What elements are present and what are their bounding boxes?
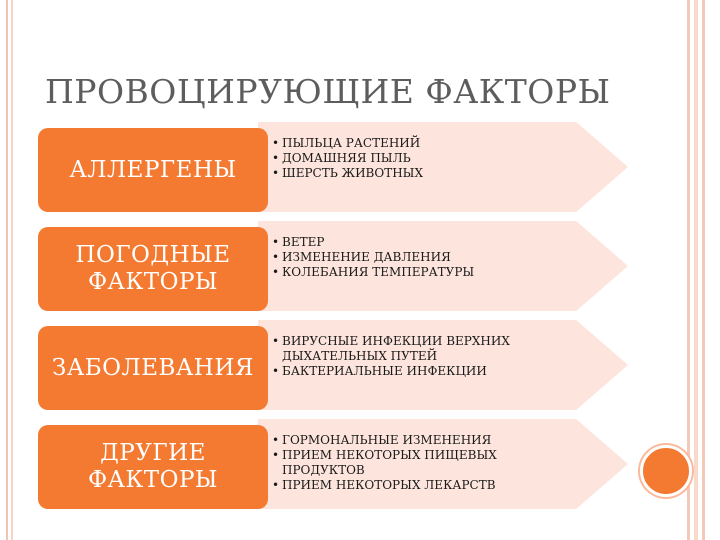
item-text: ПРИЕМ НЕКОТОРЫХ ЛЕКАРСТВ [282, 478, 496, 492]
list-item: •ПЫЛЬЦА РАСТЕНИЙ [272, 136, 562, 151]
slide-title: ПРОВОЦИРУЮЩИЕ ФАКТОРЫ [45, 72, 611, 111]
item-text: ПЫЛЬЦА РАСТЕНИЙ [282, 136, 421, 150]
item-list: •ГОРМОНАЛЬНЫЕ ИЗМЕНЕНИЯ •ПРИЕМ НЕКОТОРЫХ… [272, 433, 562, 493]
right-border-stripe [702, 0, 705, 540]
list-item: •ПРИЕМ НЕКОТОРЫХ ЛЕКАРСТВ [272, 478, 562, 493]
category-box: ПОГОДНЫЕ ФАКТОРЫ [38, 227, 268, 311]
item-text: БАКТЕРИАЛЬНЫЕ ИНФЕКЦИИ [282, 364, 487, 378]
bullet-icon: • [272, 433, 280, 447]
factor-row-diseases: ЗАБОЛЕВАНИЯ •ВИРУСНЫЕ ИНФЕКЦИИ ВЕРХНИХ Д… [38, 320, 633, 410]
factor-row-weather: ПОГОДНЫЕ ФАКТОРЫ •ВЕТЕР •ИЗМЕНЕНИЕ ДАВЛЕ… [38, 221, 633, 311]
decorative-circle [640, 445, 692, 497]
item-text: ИЗМЕНЕНИЕ ДАВЛЕНИЯ [282, 250, 451, 264]
list-item: •ВИРУСНЫЕ ИНФЕКЦИИ ВЕРХНИХ ДЫХАТЕЛЬНЫХ П… [272, 334, 562, 364]
category-label: ПОГОДНЫЕ ФАКТОРЫ [75, 242, 231, 295]
category-label: АЛЛЕРГЕНЫ [69, 156, 237, 183]
category-label: ЗАБОЛЕВАНИЯ [52, 354, 254, 381]
list-item: •ГОРМОНАЛЬНЫЕ ИЗМЕНЕНИЯ [272, 433, 562, 448]
category-box: АЛЛЕРГЕНЫ [38, 128, 268, 212]
item-list: •ПЫЛЬЦА РАСТЕНИЙ •ДОМАШНЯЯ ПЫЛЬ •ШЕРСТЬ … [272, 136, 562, 181]
item-text: КОЛЕБАНИЯ ТЕМПЕРАТУРЫ [282, 265, 475, 279]
list-item: •ДОМАШНЯЯ ПЫЛЬ [272, 151, 562, 166]
bullet-icon: • [272, 136, 280, 150]
left-border-stripe [6, 0, 8, 540]
list-item: •КОЛЕБАНИЯ ТЕМПЕРАТУРЫ [272, 265, 562, 280]
arrow-shape [258, 419, 628, 509]
bullet-icon: • [272, 334, 280, 348]
bullet-icon: • [272, 250, 280, 264]
bullet-icon: • [272, 166, 280, 180]
arrow-shape [258, 320, 628, 410]
left-border-stripe [11, 0, 13, 540]
bullet-icon: • [272, 364, 280, 378]
bullet-icon: • [272, 235, 280, 249]
item-text: ПРИЕМ НЕКОТОРЫХ ПИЩЕВЫХ ПРОДУКТОВ [282, 448, 497, 477]
item-list: •ВЕТЕР •ИЗМЕНЕНИЕ ДАВЛЕНИЯ •КОЛЕБАНИЯ ТЕ… [272, 235, 562, 280]
right-border-stripe [694, 0, 698, 540]
list-item: •ШЕРСТЬ ЖИВОТНЫХ [272, 166, 562, 181]
bullet-icon: • [272, 151, 280, 165]
bullet-icon: • [272, 478, 280, 492]
factor-row-other: ДРУГИЕ ФАКТОРЫ •ГОРМОНАЛЬНЫЕ ИЗМЕНЕНИЯ •… [38, 419, 633, 509]
bullet-icon: • [272, 265, 280, 279]
item-text: ШЕРСТЬ ЖИВОТНЫХ [282, 166, 424, 180]
item-text: ГОРМОНАЛЬНЫЕ ИЗМЕНЕНИЯ [282, 433, 492, 447]
right-border-stripe [687, 0, 690, 540]
factor-row-allergens: АЛЛЕРГЕНЫ •ПЫЛЬЦА РАСТЕНИЙ •ДОМАШНЯЯ ПЫЛ… [38, 122, 633, 212]
item-list: •ВИРУСНЫЕ ИНФЕКЦИИ ВЕРХНИХ ДЫХАТЕЛЬНЫХ П… [272, 334, 562, 379]
category-box: ДРУГИЕ ФАКТОРЫ [38, 425, 268, 509]
arrow-shape [258, 122, 628, 212]
list-item: •БАКТЕРИАЛЬНЫЕ ИНФЕКЦИИ [272, 364, 562, 379]
category-box: ЗАБОЛЕВАНИЯ [38, 326, 268, 410]
list-item: •ВЕТЕР [272, 235, 562, 250]
list-item: •ИЗМЕНЕНИЕ ДАВЛЕНИЯ [272, 250, 562, 265]
item-text: ВЕТЕР [282, 235, 325, 249]
item-text: ВИРУСНЫЕ ИНФЕКЦИИ ВЕРХНИХ ДЫХАТЕЛЬНЫХ ПУ… [282, 334, 510, 363]
bullet-icon: • [272, 448, 280, 462]
arrow-shape [258, 221, 628, 311]
category-label: ДРУГИЕ ФАКТОРЫ [87, 440, 219, 493]
item-text: ДОМАШНЯЯ ПЫЛЬ [282, 151, 411, 165]
list-item: •ПРИЕМ НЕКОТОРЫХ ПИЩЕВЫХ ПРОДУКТОВ [272, 448, 562, 478]
